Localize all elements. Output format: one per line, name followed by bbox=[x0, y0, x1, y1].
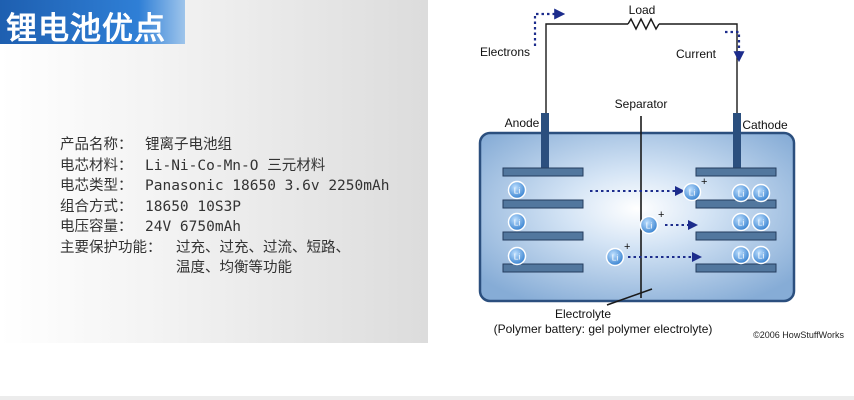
spec-row-continued: 温度、均衡等功能 bbox=[60, 258, 389, 279]
li-ion-label: Li bbox=[738, 189, 745, 199]
left-panel: 锂电池优点 产品名称： 锂离子电池组 电芯材料： Li-Ni-Co-Mn-O 三元材… bbox=[0, 0, 428, 343]
wire-right bbox=[659, 23, 738, 113]
bottom-divider bbox=[0, 396, 854, 400]
battery-diagram: Load Electrons Current Separator Anode C… bbox=[428, 0, 854, 343]
li-ion-label: Li bbox=[689, 188, 696, 198]
li-ion-icon: Li bbox=[731, 212, 751, 232]
li-ion-icon: Li + bbox=[682, 176, 707, 202]
spec-key: 电芯材料： bbox=[60, 157, 133, 174]
ion-flow-arrows bbox=[590, 186, 702, 262]
spec-value: 过充、过充、过流、短路、 bbox=[176, 239, 350, 256]
li-ion-icon: Li bbox=[751, 183, 771, 203]
li-ion-label: Li bbox=[758, 189, 765, 199]
title-banner: 锂电池优点 bbox=[0, 0, 185, 47]
spec-value: 18650 10S3P bbox=[145, 198, 242, 215]
spec-value: Panasonic 18650 3.6v 2250mAh bbox=[145, 178, 390, 194]
spec-row: 产品名称： 锂离子电池组 bbox=[60, 135, 389, 156]
li-ion-icon: Li bbox=[507, 246, 527, 266]
spec-row: 电压容量： 24V 6750mAh bbox=[60, 217, 389, 238]
li-ion-icon: Li bbox=[507, 212, 527, 232]
li-ion-icon: Li bbox=[731, 183, 751, 203]
li-ion-icon: Li bbox=[507, 180, 527, 200]
li-ion-charge: + bbox=[658, 209, 664, 221]
li-ion-label: Li bbox=[738, 251, 745, 261]
li-ion-label: Li bbox=[514, 186, 521, 196]
load-label: Load bbox=[629, 3, 656, 17]
li-ion-label: Li bbox=[758, 218, 765, 228]
li-ion-icon: Li + bbox=[605, 241, 630, 267]
cathode-terminal bbox=[733, 113, 741, 175]
battery-diagram-svg: Load Electrons Current Separator Anode C… bbox=[478, 3, 844, 340]
li-ion-label: Li bbox=[758, 251, 765, 261]
load-resistor-icon bbox=[627, 17, 660, 31]
spec-key: 电压容量： bbox=[60, 219, 133, 235]
spec-value: 24V 6750mAh bbox=[145, 219, 242, 235]
li-ion-label: Li bbox=[514, 218, 521, 228]
li-ion-label: Li bbox=[738, 218, 745, 228]
li-ion-label: Li bbox=[514, 252, 521, 262]
li-ion-icon: Li bbox=[731, 245, 751, 265]
cathode-label: Cathode bbox=[742, 118, 788, 132]
anode-label: Anode bbox=[505, 116, 540, 130]
electrolyte-pointer bbox=[606, 288, 653, 306]
wire-left bbox=[545, 23, 628, 113]
spec-row: 电芯类型： Panasonic 18650 3.6v 2250mAh bbox=[60, 176, 389, 197]
spec-key: 主要保护功能： bbox=[60, 239, 162, 256]
spec-list: 产品名称： 锂离子电池组 电芯材料： Li-Ni-Co-Mn-O 三元材料 电芯类型… bbox=[60, 135, 389, 279]
spec-value: 温度、均衡等功能 bbox=[176, 260, 292, 276]
copyright-text: ©2006 HowStuffWorks bbox=[753, 330, 844, 340]
anode-plates bbox=[502, 167, 584, 273]
li-ion-icon: Li bbox=[751, 245, 771, 265]
spec-value: 锂离子电池组 bbox=[145, 137, 232, 153]
spec-row: 电芯材料： Li-Ni-Co-Mn-O 三元材料 bbox=[60, 156, 389, 177]
spec-key: 组合方式： bbox=[60, 198, 133, 215]
page-title: 锂电池优点 bbox=[6, 11, 166, 47]
spec-row: 组合方式： 18650 10S3P bbox=[60, 197, 389, 218]
cathode-plates bbox=[695, 167, 777, 273]
li-ion-label: Li bbox=[612, 253, 619, 263]
current-label: Current bbox=[676, 47, 717, 61]
bottom-band bbox=[0, 343, 854, 400]
li-ion-charge: + bbox=[701, 176, 707, 188]
li-ion-icon: Li bbox=[751, 212, 771, 232]
spec-value: Li-Ni-Co-Mn-O 三元材料 bbox=[145, 157, 326, 174]
electrons-label: Electrons bbox=[480, 45, 530, 59]
separator-label: Separator bbox=[615, 97, 668, 111]
electrolyte-label: Electrolyte bbox=[555, 307, 611, 321]
electrolyte-note: (Polymer battery: gel polymer electrolyt… bbox=[494, 322, 713, 336]
anode-terminal bbox=[541, 113, 549, 175]
electrons-arrow bbox=[533, 8, 566, 46]
spec-row: 主要保护功能： 过充、过充、过流、短路、 bbox=[60, 238, 389, 259]
li-ion-charge: + bbox=[624, 241, 630, 253]
li-ion-icon: Li + bbox=[639, 209, 664, 235]
spec-key: 电芯类型： bbox=[60, 178, 133, 194]
li-ion-label: Li bbox=[646, 221, 653, 231]
spec-key: 产品名称： bbox=[60, 137, 133, 153]
